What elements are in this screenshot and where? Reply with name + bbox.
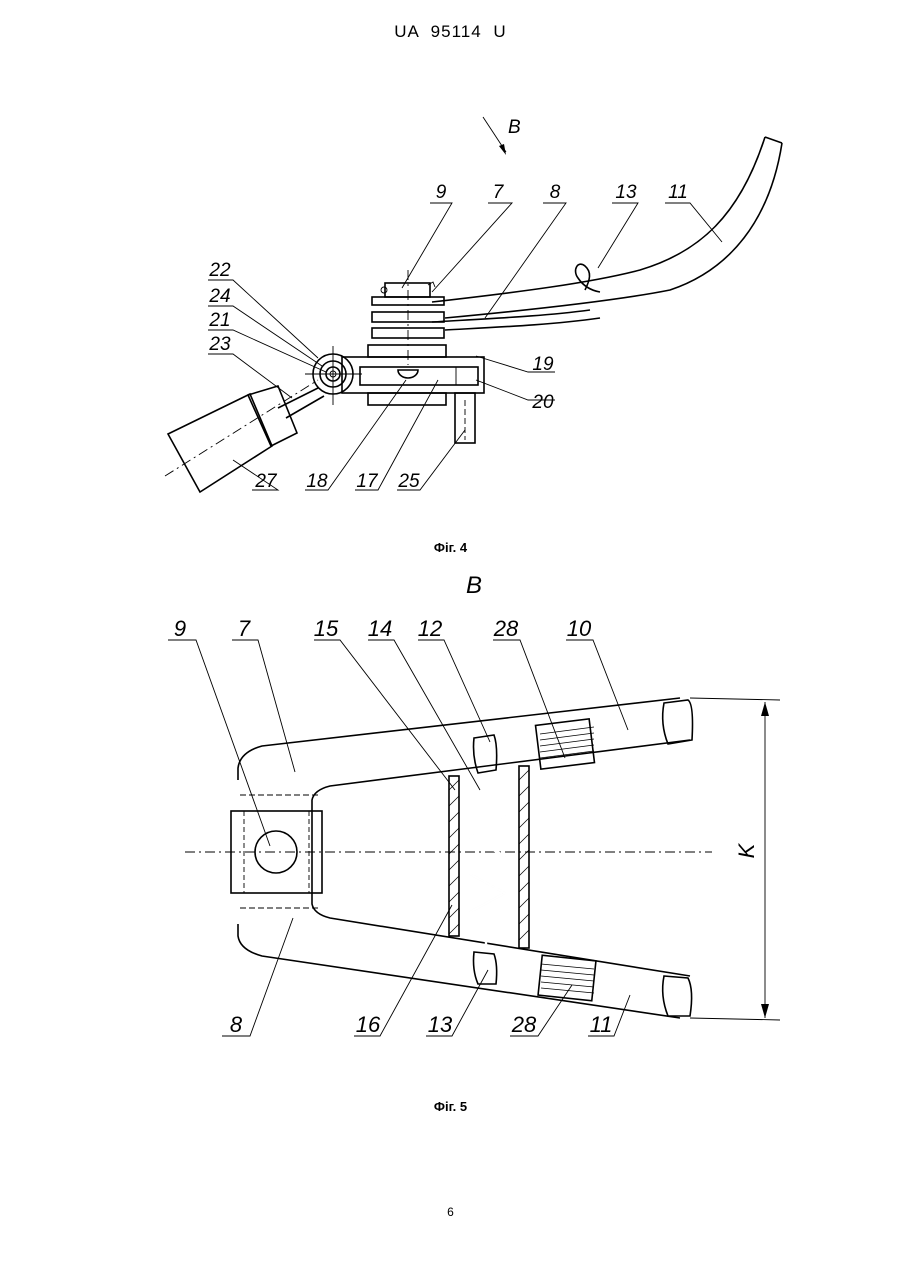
fig5-label-8: 8	[230, 1012, 243, 1037]
fig4-label-18: 18	[306, 471, 328, 492]
figure-5-view-title: В	[466, 572, 482, 600]
fig4-label-7: 7	[493, 182, 505, 203]
fig4-label-21: 21	[208, 310, 230, 331]
figure-5-drawing: K 9 7 15 14 12 28 10 8 16 13 28 11	[168, 616, 780, 1037]
figure-5-caption: Фіг. 5	[0, 1099, 901, 1114]
fig5-label-12: 12	[418, 616, 442, 641]
fig4-label-25: 25	[397, 471, 420, 492]
figure-4-caption: Фіг. 4	[0, 540, 901, 555]
page-number: 6	[0, 1205, 901, 1219]
fig4-label-19: 19	[532, 354, 554, 375]
fig5-label-15: 15	[314, 616, 339, 641]
fig4-label-11: 11	[668, 182, 688, 203]
fig4-label-23: 23	[208, 334, 231, 355]
fig5-dimension-K: K	[734, 842, 759, 858]
figure-4-drawing: В	[165, 117, 782, 492]
fig4-label-27: 27	[254, 471, 278, 492]
fig5-label-9: 9	[174, 616, 186, 641]
fig5-label-14: 14	[368, 616, 392, 641]
fig4-label-8: 8	[550, 182, 561, 203]
fig4-label-9: 9	[436, 182, 447, 203]
fig4-label-24: 24	[208, 286, 230, 307]
fig4-view-arrow-label: В	[508, 117, 521, 138]
fig5-label-7: 7	[238, 616, 251, 641]
fig5-label-10: 10	[567, 616, 592, 641]
fig5-label-11: 11	[590, 1012, 613, 1037]
fig4-label-20: 20	[531, 392, 554, 413]
fig4-label-22: 22	[208, 260, 231, 281]
fig5-label-16: 16	[356, 1012, 381, 1037]
fig5-label-13: 13	[428, 1012, 453, 1037]
fig5-label-28-bottom: 28	[511, 1012, 537, 1037]
fig4-label-13: 13	[615, 182, 637, 203]
fig4-label-17: 17	[356, 471, 379, 492]
fig5-label-28-top: 28	[493, 616, 519, 641]
